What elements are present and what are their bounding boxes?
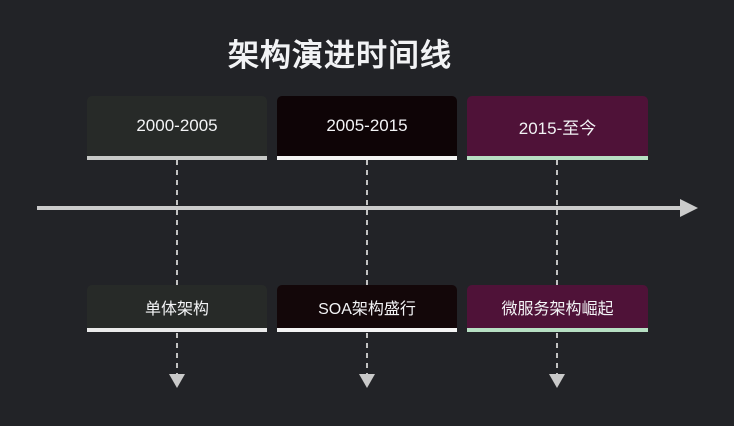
event-label: 微服务架构崛起 <box>501 300 614 318</box>
page-title: 架构演进时间线 <box>228 38 452 73</box>
period-label: 2000-2005 <box>136 116 218 135</box>
period-label: 2015-至今 <box>518 118 597 138</box>
down-arrow-dashed-line <box>556 333 558 375</box>
event-box-soa: SOA架构盛行 <box>277 285 457 332</box>
down-arrowhead-icon <box>169 374 185 388</box>
event-box-microservices: 微服务架构崛起 <box>467 285 648 332</box>
timeline-axis-line <box>37 206 680 210</box>
period-label: 2005-2015 <box>326 116 408 135</box>
down-arrowhead-icon <box>549 374 565 388</box>
connector-dashed-line <box>556 160 558 285</box>
period-box-2005-2015: 2005-2015 <box>277 96 457 160</box>
down-arrow-dashed-line <box>176 333 178 375</box>
event-box-monolith: 单体架构 <box>87 285 267 332</box>
period-box-2000-2005: 2000-2005 <box>87 96 267 160</box>
period-box-2015-now: 2015-至今 <box>467 96 648 160</box>
connector-dashed-line <box>176 160 178 285</box>
event-label: 单体架构 <box>144 300 209 318</box>
down-arrow-dashed-line <box>366 333 368 375</box>
connector-dashed-line <box>366 160 368 285</box>
down-arrowhead-icon <box>359 374 375 388</box>
event-label: SOA架构盛行 <box>318 300 416 318</box>
right-arrowhead-icon <box>680 199 698 217</box>
